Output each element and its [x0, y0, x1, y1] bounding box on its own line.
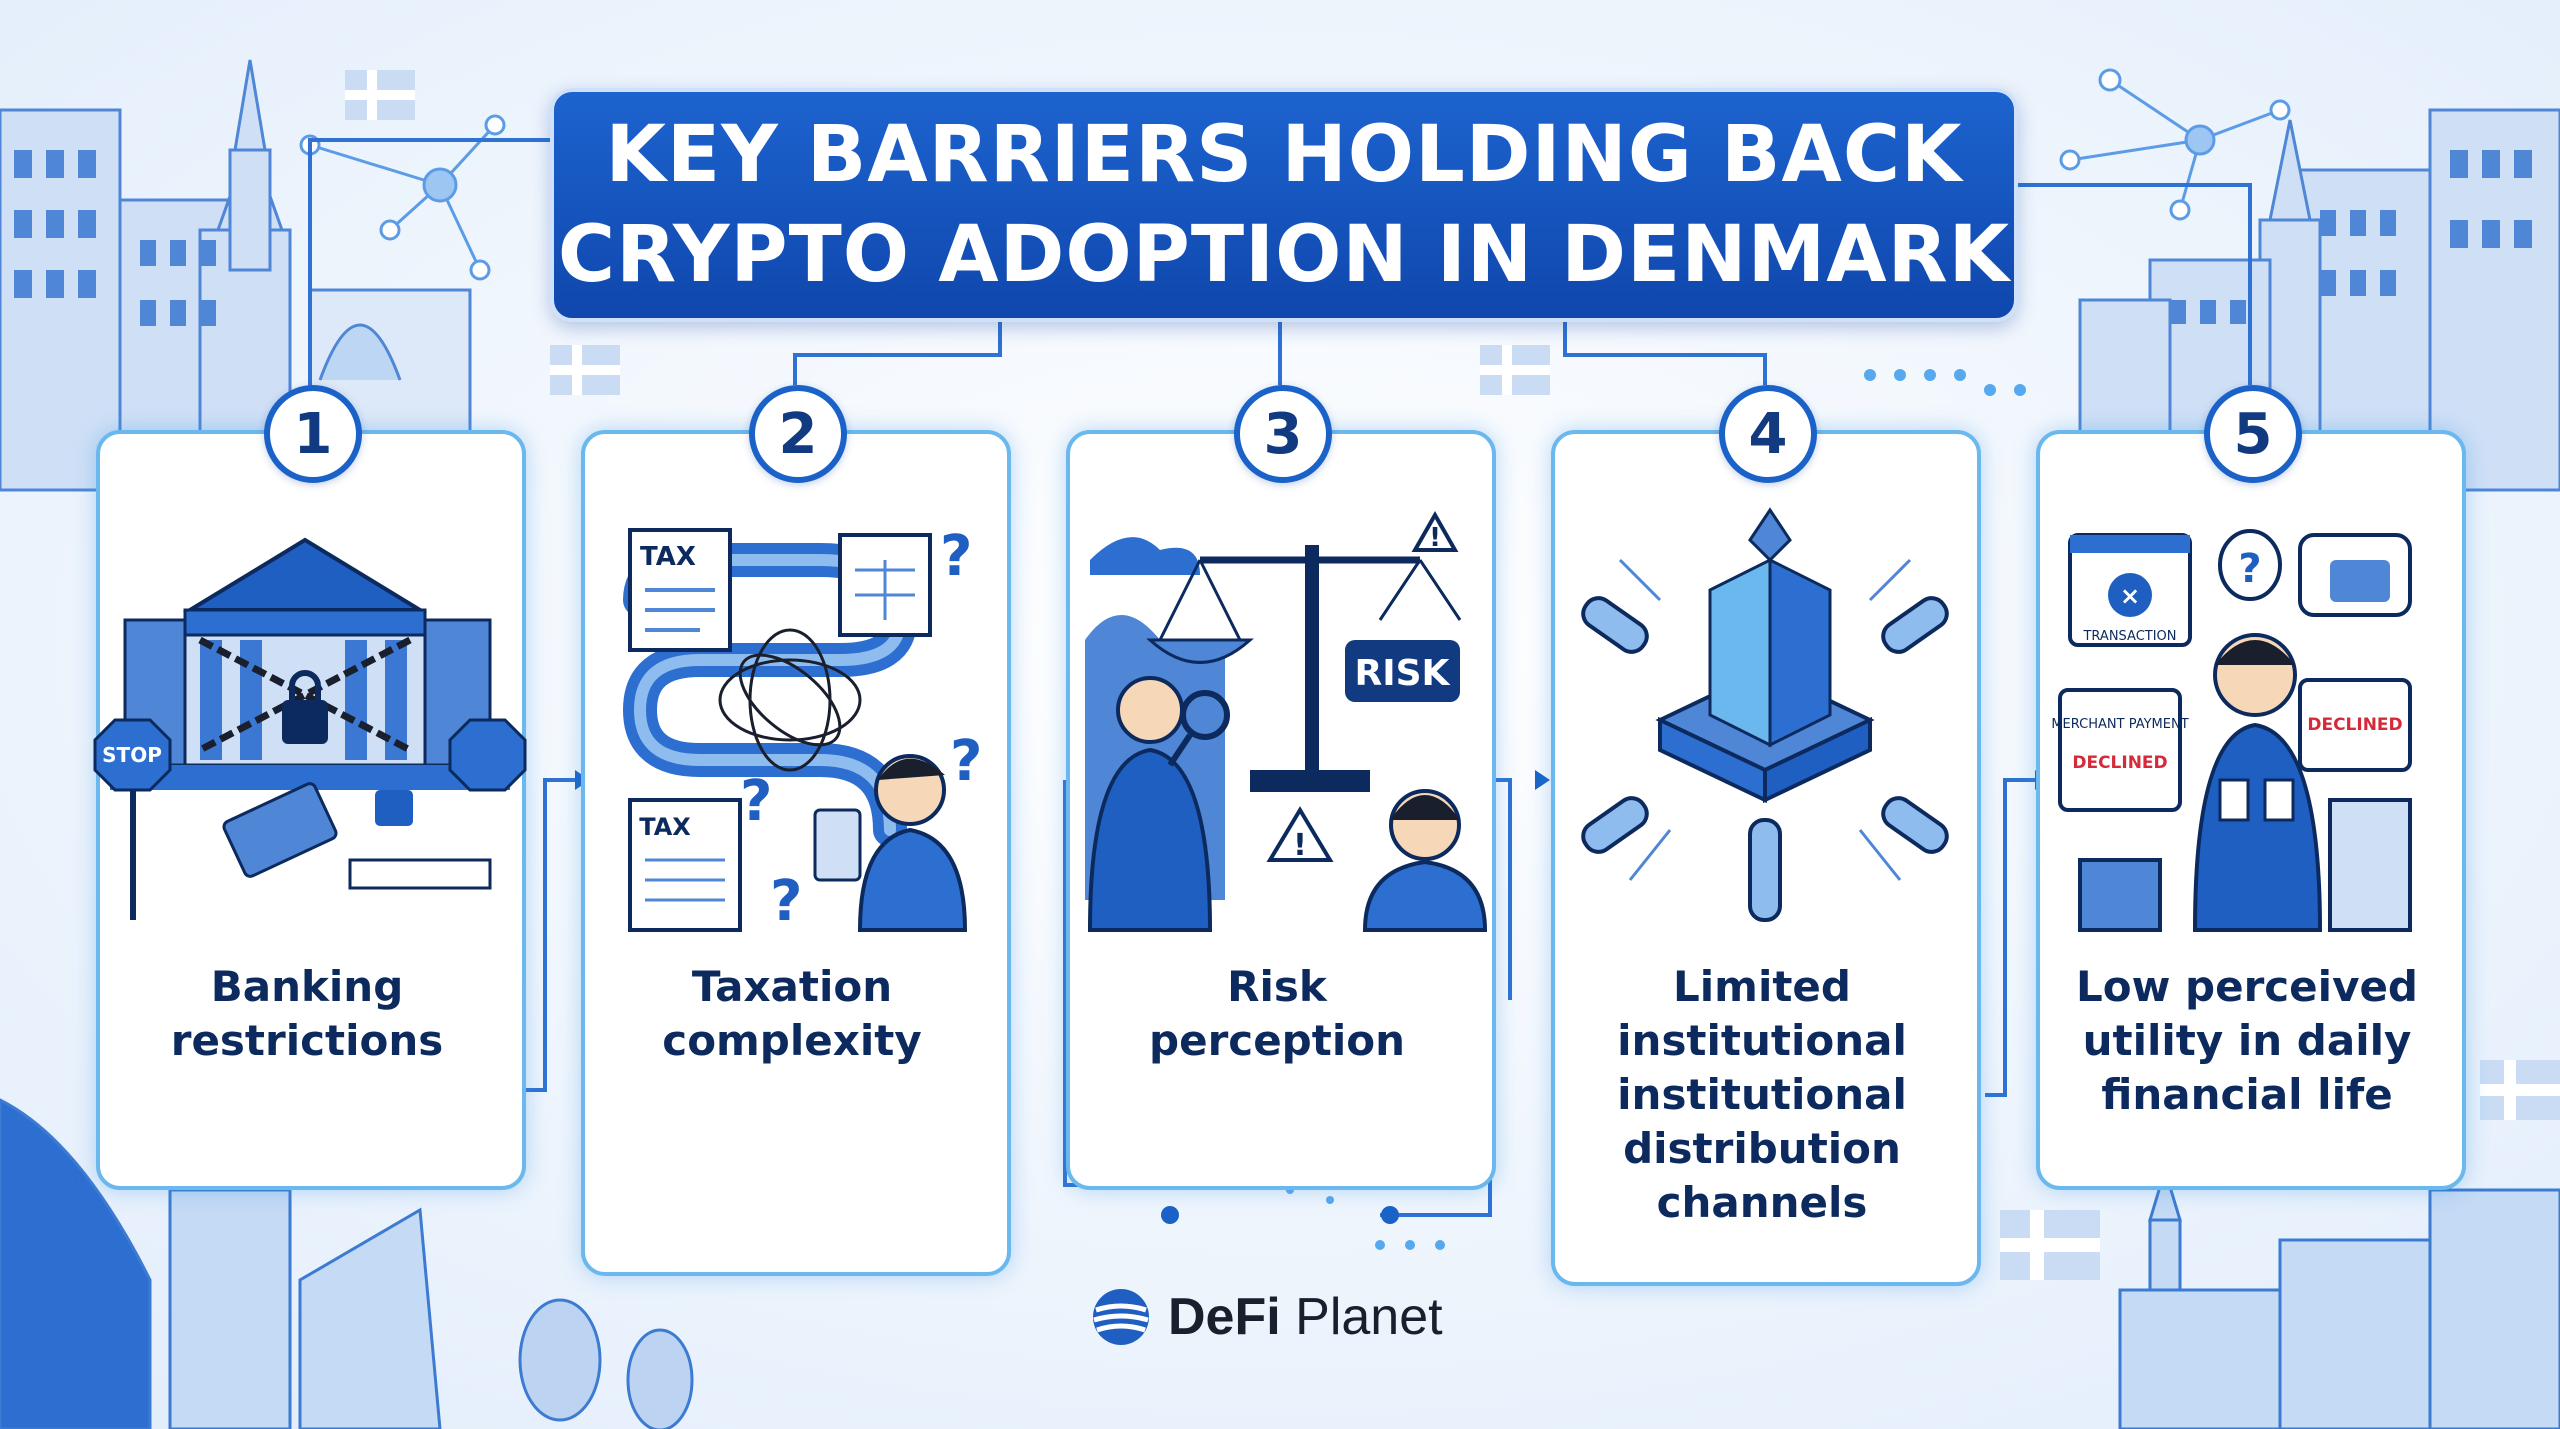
brand-name-part-2: Planet [1295, 1288, 1443, 1346]
title-connectors [308, 138, 2252, 385]
svg-text:?: ? [740, 769, 772, 834]
declined-text-1: DECLINED [2072, 753, 2167, 773]
card-connectors [520, 778, 2035, 1217]
svg-text:?: ? [770, 869, 802, 934]
barrier-number-4: 4 [1719, 385, 1817, 483]
barrier-label-4: Limited institutional institutional dist… [1551, 960, 1973, 1230]
title-line-2: CRYPTO ADOPTION IN DENMARK [557, 210, 2011, 300]
bank-chained-icon: STOP [93, 537, 527, 920]
barrier-label-2: Taxation complexity [581, 960, 1003, 1068]
barrier-number-2: 2 [749, 385, 847, 483]
barrier-number-1: 1 [264, 385, 362, 483]
declined-payment-icon: × TRANSACTION MERCHANT PAYMENT DECLINED … [2051, 529, 2412, 932]
barrier-label-2-line-1: Taxation [691, 962, 893, 1011]
svg-text:×: × [2120, 582, 2140, 610]
risk-scale-icon: RISK ! ! [1085, 510, 1488, 932]
declined-text-2: DECLINED [2307, 715, 2402, 735]
bottom-left-buildings [0, 1098, 694, 1429]
barrier-label-1: Banking restrictions [96, 960, 518, 1068]
svg-text:!: ! [1429, 523, 1441, 553]
barrier-label-5-line-2: utility in daily [2082, 1016, 2412, 1065]
svg-text:!: ! [1293, 828, 1307, 863]
title-line-1: KEY BARRIERS HOLDING BACK [605, 110, 1963, 200]
broken-pipeline-icon [1581, 507, 1949, 922]
tax-doc-2-text: TAX [639, 813, 691, 841]
tax-doc-1-text: TAX [640, 542, 696, 572]
barrier-number-5: 5 [2204, 385, 2302, 483]
transaction-text: TRANSACTION [2082, 629, 2176, 644]
brand-name: DeFi Planet [1168, 1287, 1443, 1347]
left-city-skyline [0, 59, 472, 492]
barrier-label-1-line-1: Banking [210, 962, 404, 1011]
tax-maze-icon: TAX TAX ???? [622, 524, 982, 934]
barrier-label-3-line-1: Risk [1227, 962, 1327, 1011]
barrier-label-4-line-5: channels [1656, 1178, 1868, 1227]
svg-text:?: ? [950, 729, 982, 794]
title-banner: KEY BARRIERS HOLDING BACK CRYPTO ADOPTIO… [550, 88, 2018, 322]
defi-planet-logo: DeFi Planet [1088, 1282, 1443, 1352]
stop-sign-text: STOP [102, 743, 162, 767]
brand-name-part-1: DeFi [1168, 1288, 1281, 1346]
barrier-number-3: 3 [1234, 385, 1332, 483]
barrier-label-4-line-2: institutional [1617, 1016, 1907, 1065]
barrier-label-4-line-1: Limited [1673, 962, 1851, 1011]
risk-sign-text: RISK [1355, 653, 1451, 694]
barrier-label-4-line-4: distribution [1623, 1124, 1901, 1173]
barrier-label-2-line-2: complexity [662, 1016, 922, 1065]
barrier-label-1-line-2: restrictions [170, 1016, 444, 1065]
bottom-right-buildings [2118, 1164, 2560, 1429]
planet-logo-icon [1093, 1289, 1149, 1345]
merchant-payment-text: MERCHANT PAYMENT [2051, 717, 2188, 732]
barrier-label-3: Risk perception [1066, 960, 1488, 1068]
barrier-label-5-line-3: financial life [2101, 1070, 2393, 1119]
barrier-label-5: Low perceived utility in daily financial… [2036, 960, 2458, 1122]
svg-text:?: ? [940, 524, 972, 589]
barrier-label-5-line-1: Low perceived [2075, 962, 2418, 1011]
barrier-label-3-line-2: perception [1149, 1016, 1405, 1065]
barrier-label-4-line-3: institutional [1617, 1070, 1907, 1119]
svg-text:?: ? [2238, 546, 2261, 592]
